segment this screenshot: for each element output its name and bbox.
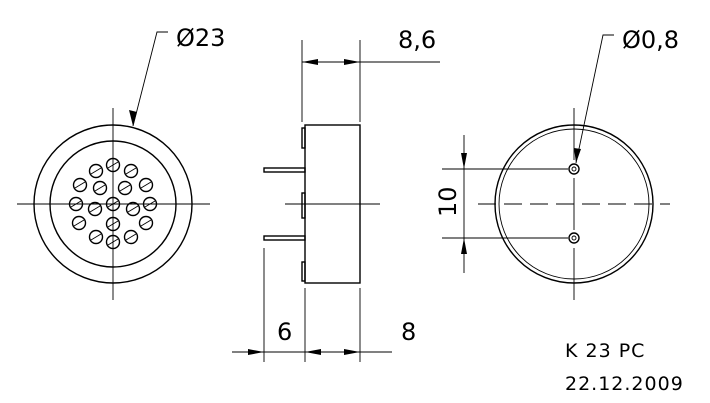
drawing-date: 22.12.2009	[565, 373, 684, 395]
sound-hole	[68, 196, 84, 212]
sound-hole	[117, 180, 133, 196]
sound-hole	[138, 215, 154, 231]
sound-hole-mark	[89, 205, 101, 213]
sound-hole-mark	[140, 219, 152, 227]
sound-hole	[105, 234, 121, 250]
sound-hole	[72, 177, 88, 193]
sound-hole	[123, 163, 139, 179]
part-number: K 23 PC	[565, 340, 645, 362]
sound-hole	[142, 196, 158, 212]
sound-hole	[138, 177, 154, 193]
sound-hole	[71, 215, 87, 231]
sound-hole	[87, 201, 103, 217]
back-view: 10 Ø0,8	[434, 26, 679, 300]
pin-spacing-label: 10	[434, 186, 462, 217]
sound-hole-mark	[70, 200, 82, 208]
sound-hole	[92, 180, 108, 196]
sound-hole	[123, 229, 139, 245]
sound-hole	[105, 216, 121, 232]
sound-hole-mark	[90, 233, 102, 241]
body-height-label: 8	[401, 318, 416, 346]
height-label: 8,6	[398, 26, 436, 54]
sound-hole-mark	[125, 233, 137, 241]
sound-hole-mark	[125, 167, 137, 175]
sound-hole-mark	[74, 181, 86, 189]
sound-hole-mark	[73, 219, 85, 227]
sound-holes	[68, 157, 158, 250]
sound-hole-mark	[140, 181, 152, 189]
sound-hole-mark	[127, 205, 139, 213]
sound-hole-mark	[144, 200, 156, 208]
pin-length-label: 6	[277, 318, 292, 346]
sound-hole-mark	[107, 238, 119, 246]
sound-hole-mark	[107, 220, 119, 228]
sound-hole-mark	[119, 184, 131, 192]
sound-hole	[125, 201, 141, 217]
diameter-label: Ø23	[176, 24, 225, 52]
front-view: Ø23	[17, 24, 225, 300]
sound-hole-mark	[107, 200, 119, 208]
side-view: 8,6 6 8	[232, 26, 440, 362]
sound-hole	[88, 163, 104, 179]
sound-hole-mark	[90, 167, 102, 175]
sound-hole-mark	[107, 161, 119, 169]
pin-diameter-label: Ø0,8	[622, 26, 679, 54]
sound-hole	[105, 157, 121, 173]
sound-hole	[88, 229, 104, 245]
sound-hole-mark	[94, 184, 106, 192]
sound-hole	[105, 196, 121, 212]
